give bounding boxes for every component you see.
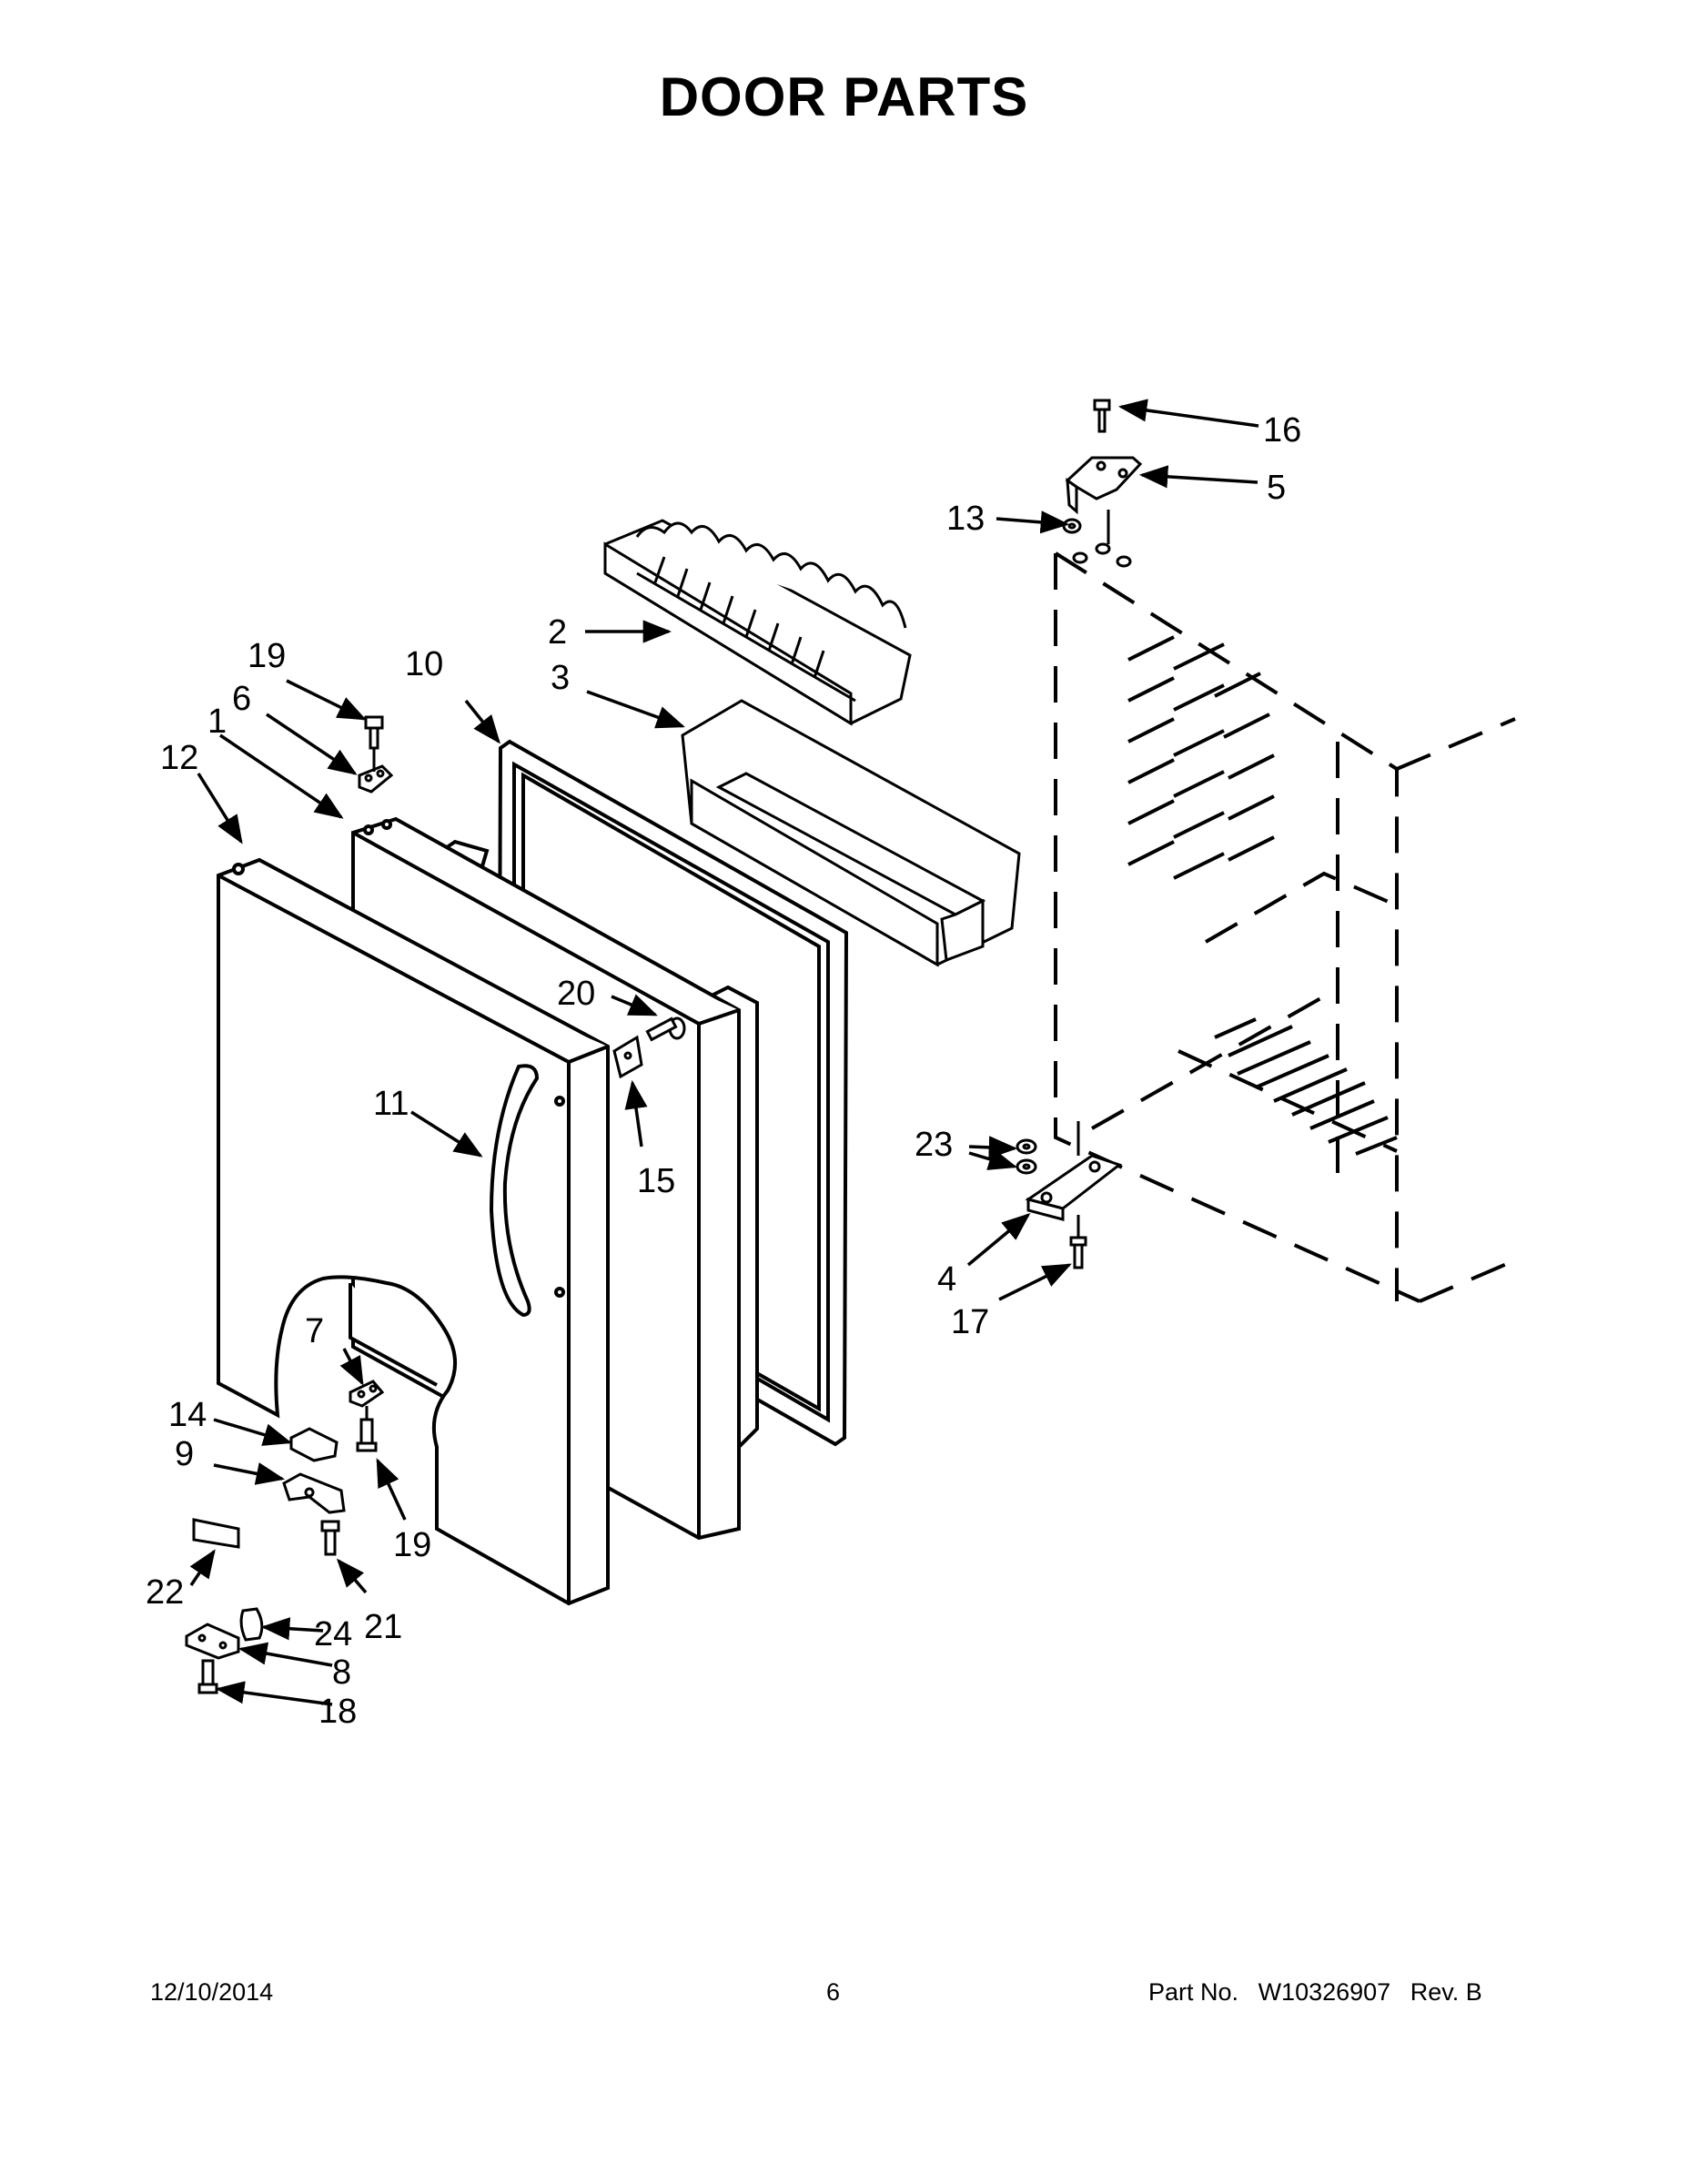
revision: Rev. B	[1410, 1978, 1482, 2006]
callout-13: 13	[946, 500, 985, 538]
cabinet-phantom	[1054, 551, 1516, 1303]
screw-21	[645, 1016, 686, 1042]
callout-17: 17	[951, 1303, 989, 1341]
callout-18: 18	[318, 1693, 357, 1731]
part-label: Part No.	[1148, 1978, 1239, 2006]
callout-1: 1	[207, 703, 227, 741]
door-bin	[681, 699, 1021, 967]
screw-20	[320, 1520, 340, 1556]
callout-2: 2	[548, 613, 567, 652]
plug-22	[192, 1518, 240, 1549]
hinge-6	[358, 764, 394, 794]
callout-3: 3	[551, 659, 570, 697]
callout-15: 15	[637, 1162, 675, 1200]
screw-19-top	[364, 715, 384, 772]
part-number: W10326907	[1258, 1978, 1391, 2006]
callout-9: 9	[175, 1435, 194, 1473]
callout-labels: 16 5 13 2 3 10 19 6 1 12 20 15 11 23 4 1…	[146, 411, 1301, 1731]
top-hinge	[1065, 456, 1143, 515]
screw-18	[197, 1659, 218, 1694]
hinge-screw-bottom	[1069, 1236, 1087, 1269]
footer-page-number: 6	[826, 1978, 841, 2006]
callout-8: 8	[332, 1653, 351, 1692]
washer-13	[1062, 518, 1082, 534]
door-shelf	[603, 519, 912, 726]
hinge-pin-holes	[1072, 510, 1132, 568]
outer-door-panel	[217, 857, 610, 1606]
callout-22: 22	[146, 1573, 184, 1612]
screw-19-lower	[356, 1406, 378, 1452]
cap-24	[239, 1607, 264, 1642]
callout-7: 7	[305, 1312, 324, 1350]
washers-23	[1016, 1138, 1037, 1175]
callout-6: 6	[232, 680, 251, 718]
callout-5: 5	[1267, 469, 1286, 507]
hinge-screw-top	[1093, 399, 1111, 433]
callout-11: 11	[373, 1085, 409, 1123]
callout-10: 10	[405, 645, 443, 683]
cabinet-shelf-rails	[1127, 635, 1398, 1156]
callout-23: 23	[915, 1126, 953, 1164]
door-handle	[489, 1064, 540, 1318]
callout-12: 12	[160, 739, 198, 777]
callout-19-lower: 19	[393, 1526, 431, 1564]
bracket-14	[289, 1427, 339, 1462]
hinge-bracket-8	[185, 1623, 240, 1660]
leader-arrows	[189, 399, 1259, 1706]
callout-20: 21	[364, 1608, 402, 1646]
page-title: DOOR PARTS	[659, 66, 1029, 127]
callout-14: 14	[168, 1396, 207, 1434]
callout-4: 4	[937, 1260, 956, 1299]
footer-date: 12/10/2014	[150, 1978, 274, 2006]
bracket-15	[612, 1035, 643, 1079]
callout-16: 16	[1263, 411, 1301, 450]
bottom-hinge	[1025, 1121, 1123, 1242]
bracket-9	[282, 1472, 346, 1514]
callout-19-top: 19	[248, 637, 286, 675]
footer-part-number: Part No. W10326907 Rev. B	[1148, 1978, 1495, 2007]
callout-21: 20	[557, 975, 595, 1013]
callout-24: 24	[314, 1615, 352, 1653]
hinge-7	[349, 1380, 385, 1408]
